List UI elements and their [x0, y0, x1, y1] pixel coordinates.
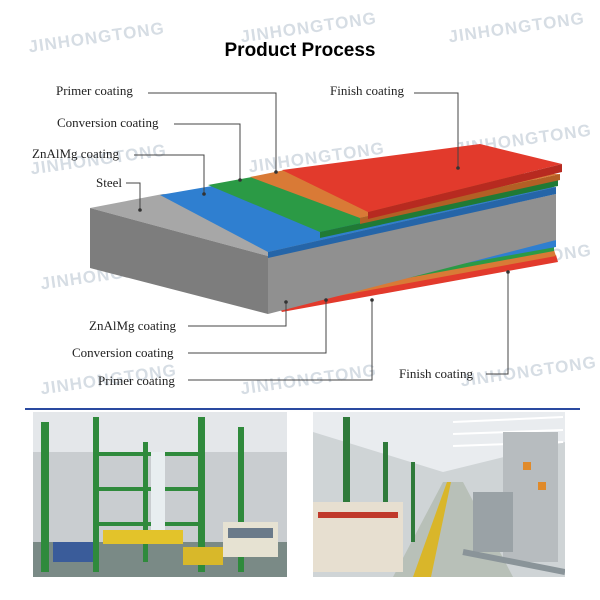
steel-slab-front [90, 208, 268, 314]
page-title: Product Process [224, 40, 376, 61]
production-line-photo-right [313, 412, 565, 577]
label-finish-coating-top: Finish coating [330, 83, 405, 98]
production-line-photo-left [33, 412, 287, 577]
leader-znalmg-bottom [188, 302, 287, 327]
label-conversion-coating-top: Conversion coating [57, 115, 159, 130]
leader-primer-top [148, 92, 277, 172]
steel-slab-side [268, 194, 556, 314]
label-primer-coating-top: Primer coating [56, 83, 133, 98]
leader-primer-bottom [188, 300, 373, 381]
top-finish-layer [282, 144, 562, 212]
label-steel: Steel [96, 175, 122, 190]
leader-finish-bottom [486, 272, 509, 375]
label-conversion-coating-bottom: Conversion coating [72, 345, 174, 360]
leader-conversion-bottom [188, 300, 327, 354]
label-znalmg-coating-top: ZnAlMg coating [32, 146, 120, 161]
label-finish-coating-bottom: Finish coating [399, 366, 474, 381]
leader-finish-top [414, 92, 459, 168]
top-znalmg-edge [268, 187, 556, 258]
label-znalmg-coating-bottom: ZnAlMg coating [89, 318, 177, 333]
bottom-finish-layer [278, 255, 558, 312]
leader-steel-top [126, 182, 141, 210]
label-primer-coating-bottom: Primer coating [98, 373, 175, 388]
top-conversion-edge [320, 180, 558, 238]
top-finish-edge [368, 164, 562, 219]
leader-znalmg-top [134, 154, 205, 194]
section-divider [25, 408, 580, 410]
leader-conversion-top [174, 123, 241, 180]
top-primer-edge [360, 174, 560, 224]
coating-layers-diagram [90, 92, 562, 381]
